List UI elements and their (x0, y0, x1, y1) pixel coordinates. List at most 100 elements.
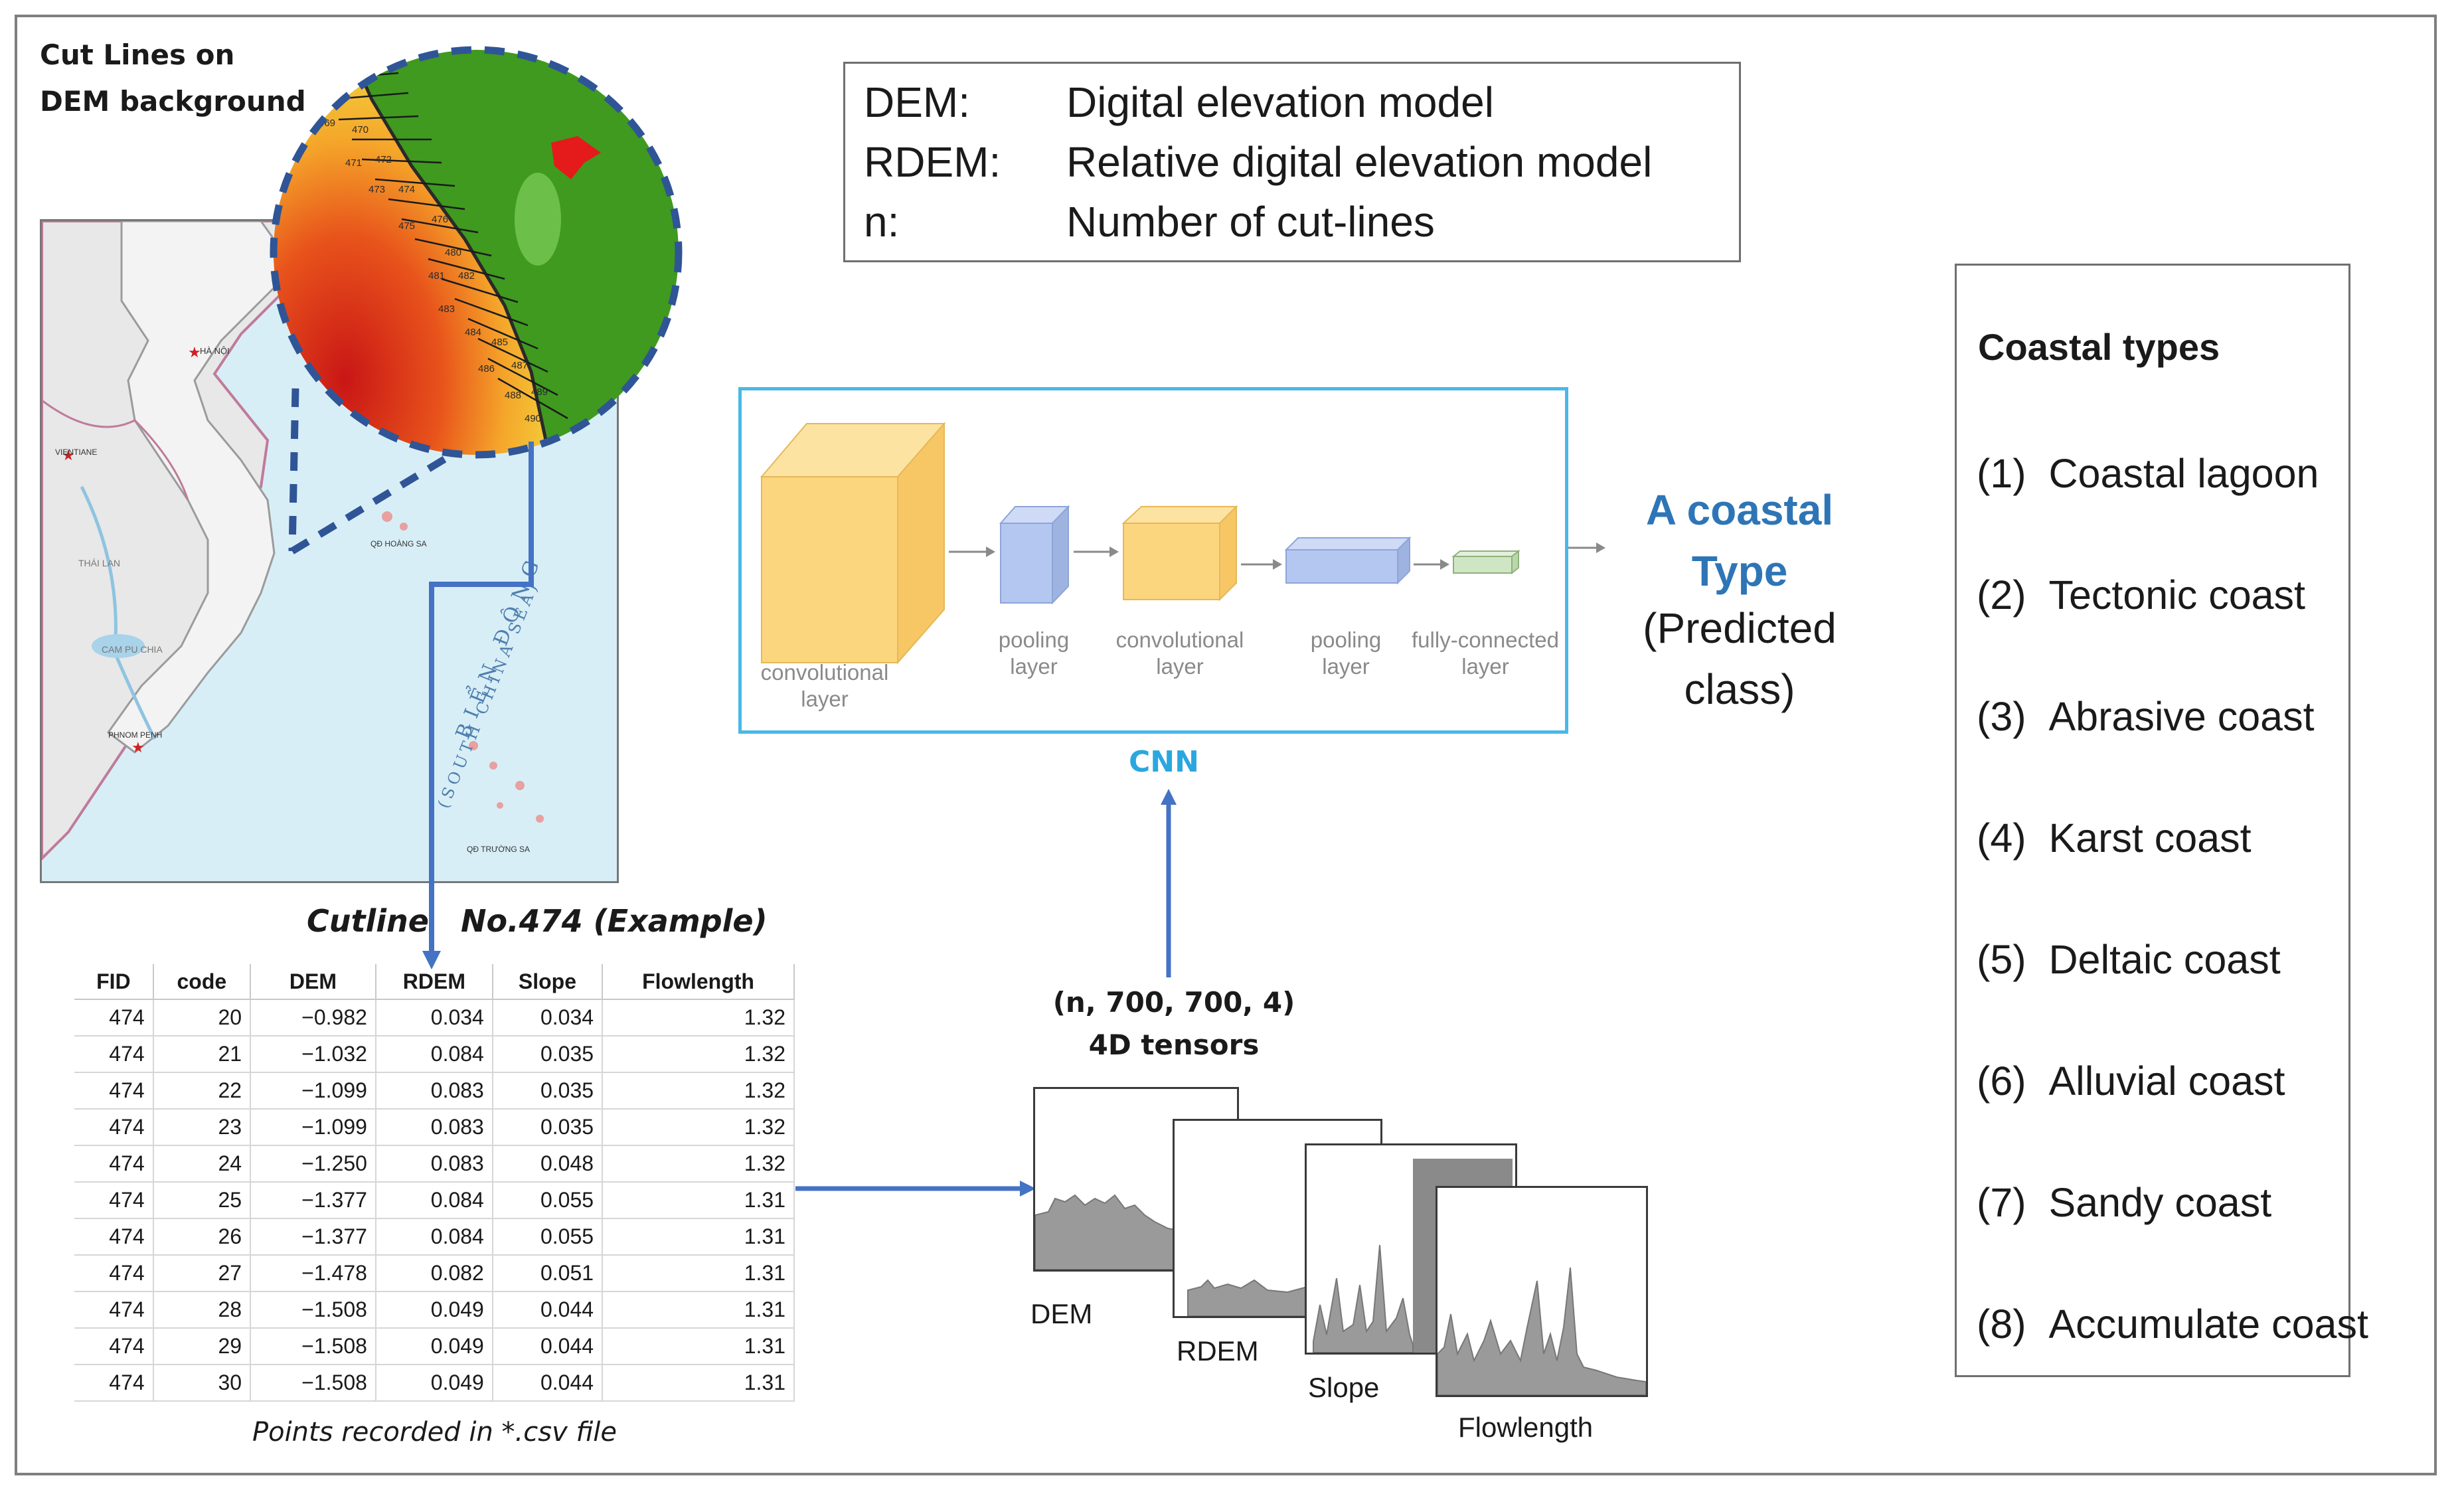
coastal-type-item: (8) Accumulate coast (1977, 1301, 2368, 1347)
definition-term: RDEM: (864, 138, 1001, 186)
coastal-type-name: Sandy coast (2048, 1180, 2272, 1225)
map-label-phnompenh: PHNOM PENH (108, 730, 162, 740)
dem-circle-content: 468 469 470 471 472 473 474 475 476 480 … (274, 50, 679, 455)
table-cell: 1.31 (602, 1218, 795, 1256)
island (400, 523, 408, 531)
fc-layer-block (1451, 549, 1520, 575)
cutline-number: 473 (369, 184, 385, 195)
plot-label-slope: Slope (1308, 1372, 1380, 1403)
map-title: Cut Lines on DEM background (40, 32, 306, 125)
cutline-number: 488 (505, 390, 521, 401)
pool-layer-1-block (999, 505, 1070, 605)
prediction-line-4: class) (1684, 665, 1795, 713)
cutline-number: 480 (445, 247, 461, 258)
dem-land (274, 50, 551, 455)
table-cell: 0.051 (492, 1255, 604, 1292)
table-cell: −1.508 (250, 1328, 376, 1365)
table-cell: 0.082 (375, 1255, 493, 1292)
cutline-title: Cutline No.474 (Example) (307, 903, 768, 939)
table-cell: 474 (74, 1036, 154, 1073)
table-cell: 474 (74, 1145, 154, 1183)
island (469, 741, 478, 750)
table-cell: −1.250 (250, 1145, 376, 1183)
cutline-number: 472 (375, 154, 392, 165)
definition-desc: Relative digital elevation model (1066, 138, 1653, 186)
table-cell: 1.32 (602, 1072, 795, 1110)
table-cell: 0.084 (375, 1036, 493, 1073)
arrow-head-down (422, 951, 441, 969)
table-cell: 0.044 (492, 1328, 604, 1365)
table-cell: 474 (74, 1328, 154, 1365)
map-label-campuchia: CAM PU CHIA (102, 644, 163, 655)
definition-desc: Digital elevation model (1066, 78, 1494, 126)
table-cell: 0.035 (492, 1036, 604, 1073)
coastal-type-number: (5) (1977, 937, 2026, 982)
cnn-layer-label-1: convolutional layer (760, 660, 889, 711)
table-cell: 0.048 (492, 1145, 604, 1183)
cnn-layer-label-3: convolutional layer (1115, 627, 1244, 679)
arrow-cnn-to-prediction (1568, 542, 1605, 553)
table-header-cell: code (153, 964, 252, 1000)
cutline-number: 468 (332, 78, 349, 89)
cutline-number: 483 (438, 303, 455, 315)
table-cell: 0.084 (375, 1182, 493, 1219)
table-cell: 0.083 (375, 1109, 493, 1146)
table-cell: 474 (74, 1255, 154, 1292)
plot-label-rdem: RDEM (1177, 1335, 1259, 1367)
table-cell: 23 (153, 1109, 252, 1146)
cutline-number: 482 (458, 270, 475, 282)
island (382, 511, 392, 522)
coastal-type-number: (4) (1977, 815, 2026, 861)
zoom-line-upper (288, 388, 299, 552)
coastal-type-item: (4) Karst coast (1977, 815, 2252, 861)
prediction-line-3: (Predicted (1643, 604, 1837, 652)
table-cell: 0.035 (492, 1072, 604, 1110)
definition-row-dem: DEM:Digital elevation model (864, 76, 1494, 129)
tensor-label: (n, 700, 700, 4) 4D tensors (1015, 981, 1333, 1066)
table-cell: 0.034 (375, 999, 493, 1037)
plot-label-flowlength: Flowlength (1458, 1412, 1594, 1443)
cutline-number: 470 (352, 124, 369, 135)
island (536, 815, 544, 823)
conv-layer-1-block (760, 422, 946, 665)
map-label-truong-sa: QĐ TRƯỜNG SA (467, 844, 530, 854)
cutline-number: 489 (531, 386, 548, 398)
table-cell: 0.083 (375, 1145, 493, 1183)
dem-circle-border (270, 46, 683, 459)
cutline-number: 471 (345, 157, 362, 169)
arrow-circle-to-table (429, 442, 534, 951)
coastal-type-name: Karst coast (2048, 815, 2252, 861)
coastal-type-name: Abrasive coast (2048, 694, 2315, 739)
table-cell: 30 (153, 1365, 252, 1402)
island (497, 802, 503, 809)
cutline-number: 476 (432, 214, 448, 225)
table-cell: −1.508 (250, 1365, 376, 1402)
cutline-number: 484 (465, 327, 481, 338)
map-label-vientiane: VIENTIANE (55, 448, 97, 457)
zoom-overlay: 468 469 470 471 472 473 474 475 476 480 … (270, 46, 683, 969)
table-cell: 0.084 (375, 1218, 493, 1256)
table-cell: 1.32 (602, 1109, 795, 1146)
table-cell: 474 (74, 1182, 154, 1219)
capital-star: ★ (62, 448, 75, 464)
table-header-row: FID code DEM RDEM Slope Flowlength (74, 964, 795, 1000)
capital-star: ★ (188, 345, 201, 361)
map-title-line-2: DEM background (40, 85, 306, 118)
table-cell: 1.31 (602, 1291, 795, 1329)
island (515, 781, 525, 790)
conv-layer-2-block (1121, 505, 1238, 602)
coastal-type-name: Accumulate coast (2048, 1301, 2368, 1347)
cutline-number: 485 (491, 337, 508, 348)
cnn-layer-label-2: pooling layer (998, 627, 1070, 679)
table-cell: 0.044 (492, 1365, 604, 1402)
coastal-type-item: (7) Sandy coast (1977, 1179, 2271, 1226)
coastal-type-item: (3) Abrasive coast (1977, 693, 2315, 740)
table-cell: 1.31 (602, 1365, 795, 1402)
table-cell: 1.32 (602, 1145, 795, 1183)
table-cell: 474 (74, 999, 154, 1037)
